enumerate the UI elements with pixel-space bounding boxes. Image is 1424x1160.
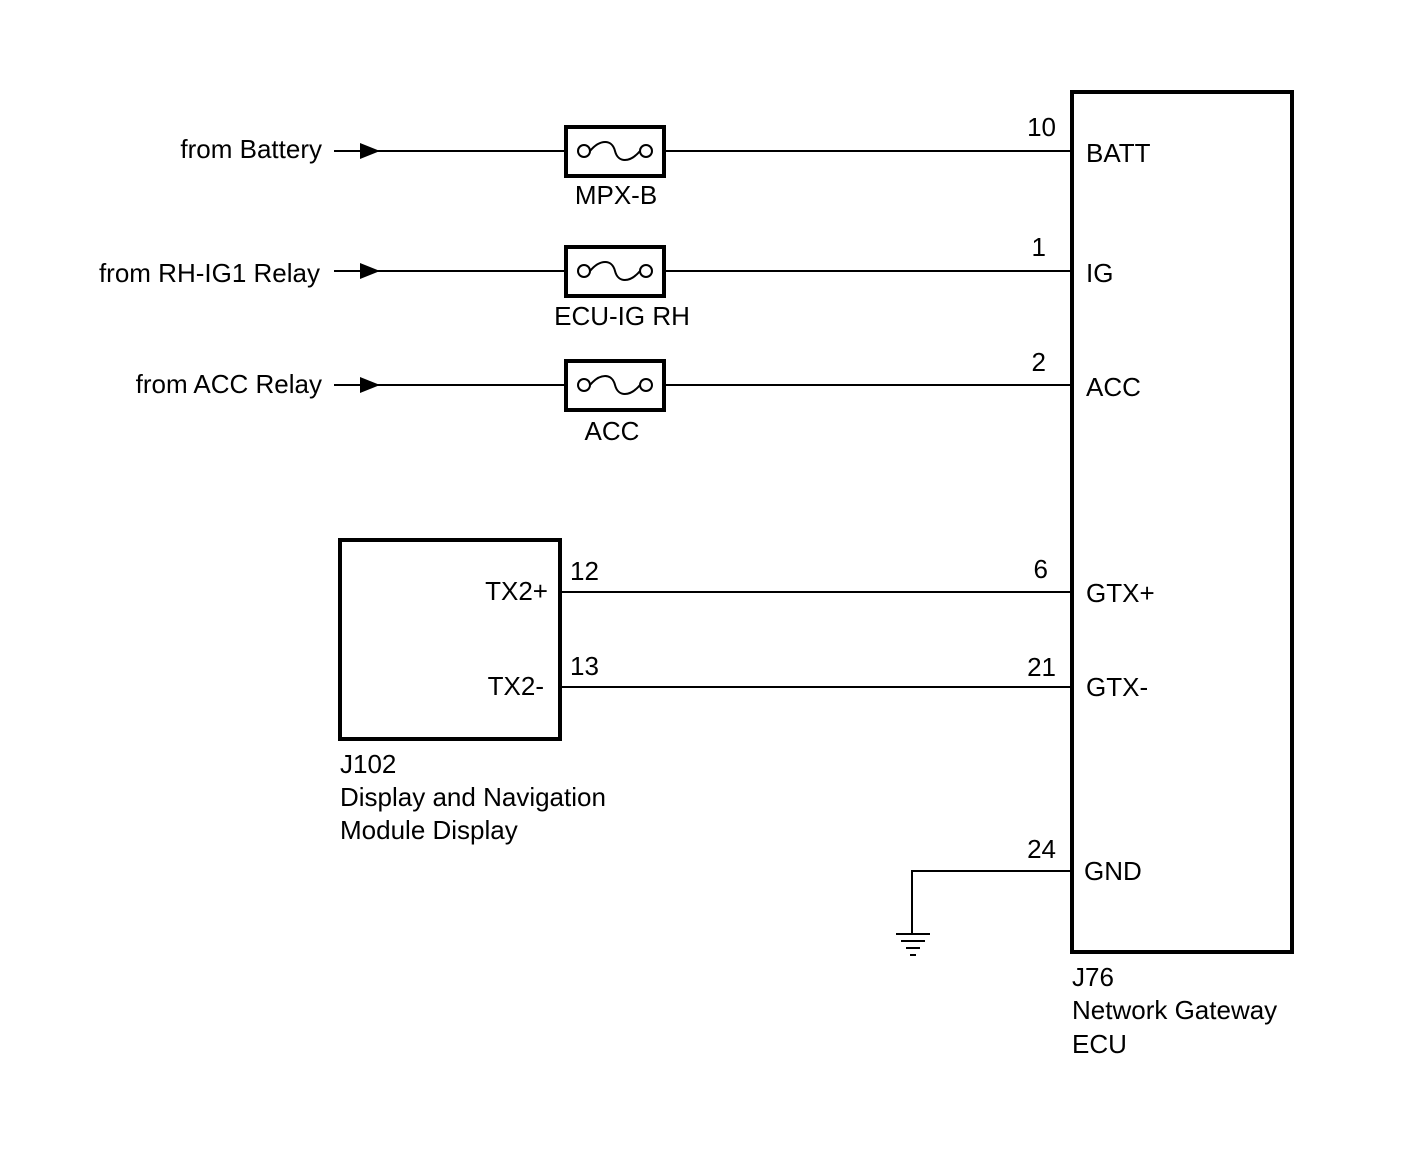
comm-line-tx2-minus: TX2- 13 21 GTX- [488,651,1148,702]
ground-circuit: 24 GND [896,834,1142,956]
terminal-label-gnd: GND [1084,856,1142,886]
comm-line-tx2-plus: TX2+ 12 6 GTX+ [485,554,1155,608]
terminal-label-tx2-plus: TX2+ [485,576,548,606]
pin-number-10: 10 [1027,112,1056,142]
j76-name-line1: Network Gateway [1072,995,1277,1025]
pin-number-13: 13 [570,651,599,681]
terminal-label-batt: BATT [1086,138,1151,168]
j76-connector-id: J76 [1072,962,1114,992]
source-label-acc-relay: from ACC Relay [136,369,322,399]
pin-number-1: 1 [1032,232,1046,262]
pin-number-24: 24 [1027,834,1056,864]
j76-name-line2: ECU [1072,1029,1127,1059]
terminal-label-tx2-minus: TX2- [488,671,544,701]
j76-ecu-box [1070,90,1294,954]
pin-number-21: 21 [1027,652,1056,682]
j102-module-box [338,538,562,741]
fuse-label-mpx-b: MPX-B [575,180,657,210]
pin-number-2: 2 [1032,347,1046,377]
terminal-label-ig: IG [1086,258,1113,288]
ground-icon [896,933,930,956]
arrow-icon [360,263,380,279]
j102-name-line1: Display and Navigation [340,782,606,812]
pin-number-12: 12 [570,556,599,586]
source-label-rh-ig1-relay: from RH-IG1 Relay [99,258,320,288]
arrow-icon [360,377,380,393]
pin-number-6: 6 [1034,554,1048,584]
terminal-label-acc: ACC [1086,372,1141,402]
fuse-icon-acc [564,359,666,412]
terminal-label-gtx-plus: GTX+ [1086,578,1155,608]
fuse-label-ecu-ig-rh: ECU-IG RH [554,301,690,331]
j102-name-line2: Module Display [340,815,518,845]
terminal-label-gtx-minus: GTX- [1086,672,1148,702]
input-row-ig: from RH-IG1 Relay ECU-IG RH 1 IG [99,232,1114,331]
input-row-battery: from Battery MPX-B 10 BATT [180,112,1150,210]
input-row-acc: from ACC Relay ACC 2 ACC [136,347,1141,446]
fuse-icon-mpx-b [564,125,666,178]
fuse-label-acc: ACC [585,416,640,446]
fuse-icon-ecu-ig-rh [564,245,666,298]
arrow-icon [360,143,380,159]
j102-connector-id: J102 [340,749,396,779]
source-label-battery: from Battery [180,134,322,164]
